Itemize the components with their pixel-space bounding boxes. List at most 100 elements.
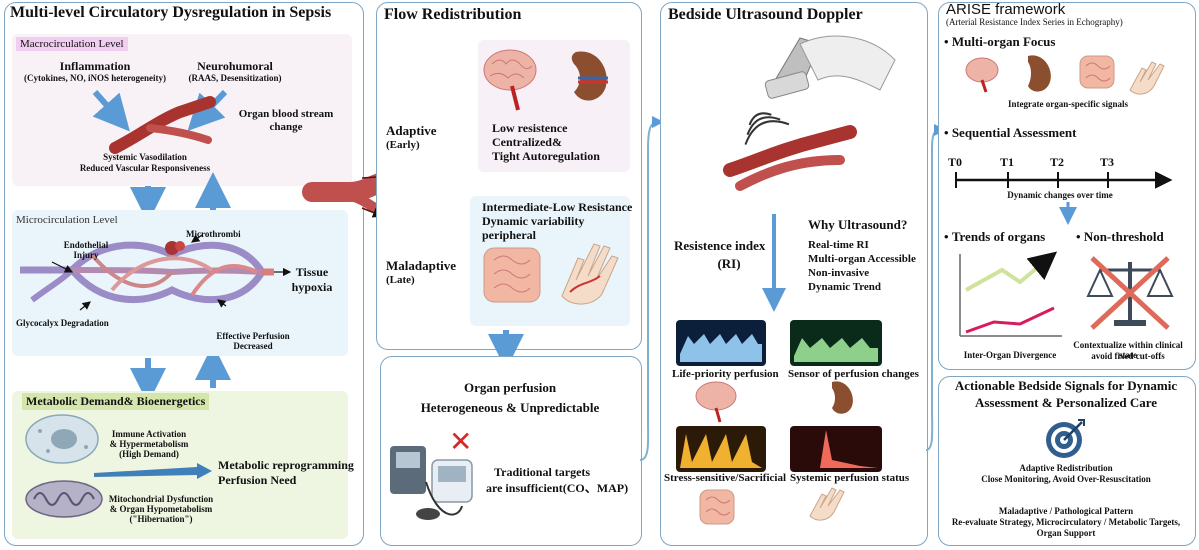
ri-2: (RI) — [717, 256, 741, 271]
adaptive-signal-2: Close Monitoring, Avoid Over-Resuscitati… — [981, 474, 1151, 484]
doppler-waveforms — [676, 320, 882, 525]
waveform-hand — [790, 426, 882, 472]
vessel-macro-icon — [109, 96, 216, 154]
perf-1: Effective Perfusion — [216, 331, 290, 341]
inflammation-sub: (Cytokines, NO, iNOS heterogeneity) — [23, 73, 167, 83]
maladaptive-label: Maladaptive — [386, 258, 457, 273]
brain-icon — [695, 381, 737, 423]
reprog-1: Metabolic reprogramming — [218, 458, 354, 472]
hand-icon — [809, 487, 845, 521]
cross-icon: ✕ — [449, 425, 473, 458]
micro-box — [12, 210, 348, 356]
divergence-label: Inter-Organ Divergence — [963, 350, 1057, 360]
ultrasound-probe-icon — [723, 35, 896, 191]
low-organs — [483, 49, 608, 111]
brain-icon — [965, 57, 999, 93]
vaso-1: Systemic Vasodilation — [103, 152, 187, 162]
why-ultrasound: Why Ultrasound? — [808, 217, 908, 232]
neurohumoral-label: Neurohumoral — [197, 59, 273, 73]
reason-3: Dynamic Trend — [808, 281, 882, 293]
context-2: avoid fixed cut-offs — [1091, 351, 1165, 361]
waveform-kidney — [790, 320, 882, 366]
timepoint-2: T2 — [1050, 155, 1065, 169]
timepoint-3: T3 — [1100, 155, 1115, 169]
panel4-subtitle: (Arterial Resistance Index Series in Ech… — [946, 17, 1123, 27]
perf-title-1: Organ perfusion — [463, 380, 557, 395]
kidney-icon — [832, 381, 853, 414]
mito-2: & Organ Hypometabolism — [109, 504, 213, 514]
mal-signal-1: Maladaptive / Pathological Pattern — [998, 506, 1134, 516]
timepoint-1: T1 — [1000, 155, 1015, 169]
kidney-icon — [571, 51, 608, 101]
mal-signal-3: Organ Support — [1036, 528, 1096, 538]
glycocalyx-label: Glycocalyx Degradation — [16, 318, 109, 328]
intestine-icon — [1079, 55, 1115, 89]
microthrombi-label: Microthrombi — [186, 229, 241, 239]
trad-2: are insufficient(CO、MAP) — [486, 481, 629, 495]
trad-1: Traditional targets — [494, 465, 591, 479]
trends-chart-icon — [959, 251, 1062, 337]
endothelial-2: Injury — [73, 250, 99, 260]
sequential-label: Sequential Assessment — [951, 125, 1077, 140]
immune-1: Immune Activation — [111, 429, 187, 439]
endothelial-1: Endothelial — [63, 240, 109, 250]
wave-label-0: Life-priority perfusion — [672, 368, 779, 380]
low-2: Centralized& — [492, 135, 562, 149]
immune-2: & Hypermetabolism — [109, 439, 189, 449]
dynamic-label: Dynamic changes over time — [1007, 190, 1113, 200]
sequential-heading: • Sequential Assessment — [944, 125, 1076, 141]
low-3: Tight Autoregulation — [492, 149, 600, 163]
inflammation-label: Inflammation — [59, 59, 131, 73]
timeline — [955, 171, 1173, 189]
balance-scale-icon — [1086, 256, 1174, 330]
panel1-title: Multi-level Circulatory Dysregulation in… — [10, 4, 332, 21]
bullet-icon: • — [944, 229, 952, 244]
perf-title-2: Heterogeneous & Unpredictable — [420, 400, 600, 415]
immune-3: (High Demand) — [119, 449, 179, 459]
tissue-2: hypoxia — [291, 280, 333, 294]
multi-organ-icons — [965, 55, 1165, 95]
maladaptive-sub: (Late) — [386, 274, 415, 286]
adaptive-signal-1: Adaptive Redistribution — [1019, 463, 1113, 473]
mito-3: ("Hibernation") — [129, 514, 193, 524]
capillary-network-icon — [20, 234, 292, 311]
wave-label-2: Stress-sensitive/Sacrificial — [664, 472, 786, 484]
timepoint-0: T0 — [948, 155, 963, 169]
trends-label: Trends of organs — [951, 229, 1046, 244]
brain-icon — [483, 49, 537, 111]
nonthreshold-label: Non-threshold — [1083, 229, 1164, 244]
multi-label: Multi-organ Focus — [951, 34, 1056, 49]
target-icon — [1046, 419, 1085, 458]
wave-label-1: Sensor of perfusion changes — [788, 368, 919, 380]
intestine-icon — [699, 489, 735, 525]
arrow-reprogramming — [94, 463, 212, 479]
arrow-inflammation — [92, 90, 130, 132]
mito-1: Mitochondrial Dysfunction — [108, 494, 214, 504]
bullet-icon: • — [944, 125, 952, 140]
bullet-icon: • — [1076, 229, 1084, 244]
mid-2: Dynamic variability — [482, 214, 585, 228]
multi-organ-heading: • Multi-organ Focus — [944, 34, 1055, 50]
panel2-title: Flow Redistribution — [384, 6, 522, 23]
nonthreshold-heading: • Non-threshold — [1076, 229, 1164, 245]
neurohumoral-sub: (RAAS, Desensitization) — [188, 73, 282, 83]
adaptive-label: Adaptive — [386, 123, 437, 138]
organ-change-2: change — [269, 121, 303, 133]
panel5-title-2: Assessment & Personalized Care — [974, 395, 1158, 410]
mid-organs — [483, 243, 619, 305]
waveform-brain — [676, 320, 766, 366]
arrow-timeline-down — [1059, 202, 1077, 225]
metabolic-graphics — [25, 414, 212, 518]
mid-3: peripheral — [482, 228, 536, 242]
kidney-icon — [1028, 55, 1051, 92]
hand-icon — [561, 243, 619, 305]
hand-icon — [1129, 61, 1165, 95]
micro-label: Microcirculation Level — [16, 214, 118, 226]
mid-1: Intermediate-Low Resistance — [482, 200, 633, 214]
arrow-flow-to-perfusion — [488, 330, 524, 370]
adaptive-sub: (Early) — [386, 139, 420, 151]
panel3-title: Bedside Ultrasound Doppler — [668, 6, 863, 23]
tissue-1: Tissue — [295, 265, 329, 279]
arrow-ri-down — [762, 214, 786, 312]
reason-0: Real-time RI — [808, 239, 869, 251]
